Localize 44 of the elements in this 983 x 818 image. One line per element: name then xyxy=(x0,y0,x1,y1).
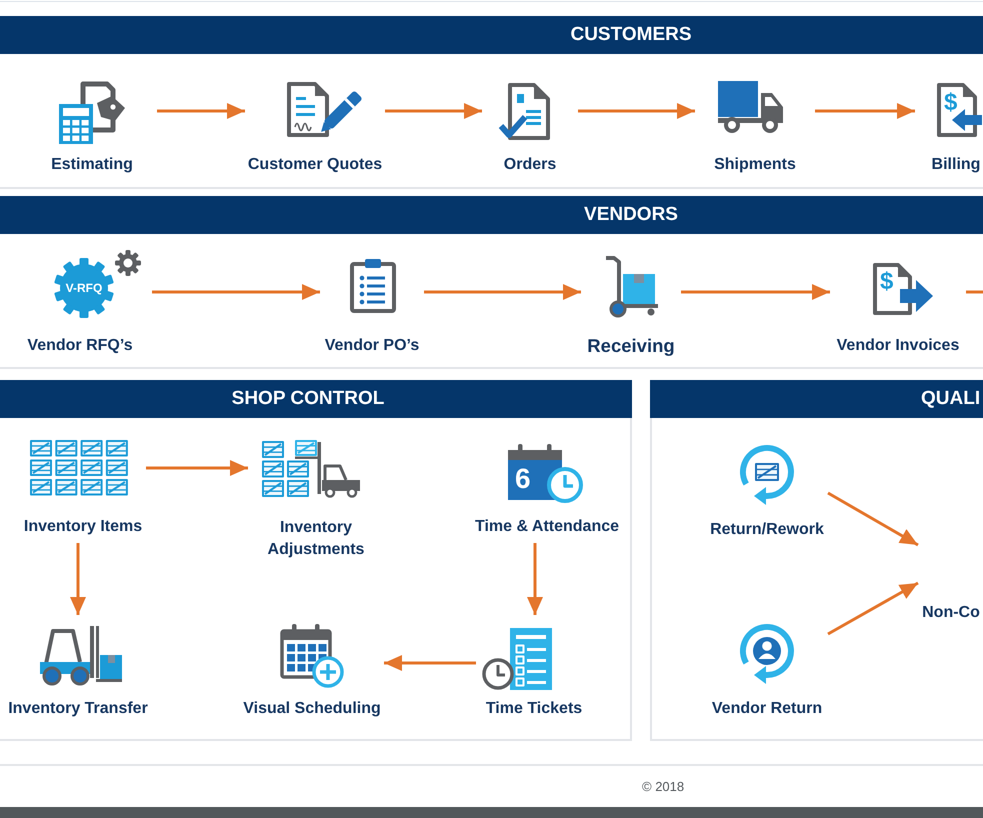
icon-text: $ xyxy=(880,270,894,294)
step-label: Time Tickets xyxy=(486,699,582,719)
section-header: VENDORS xyxy=(0,196,983,234)
copyright-text: © 2018 xyxy=(642,779,684,794)
step-label: Vendor Invoices xyxy=(836,336,960,356)
step-label: Vendor PO’s xyxy=(324,336,420,356)
step-label: Shipments xyxy=(714,155,796,175)
step-label: Vendor RFQ’s xyxy=(27,336,133,356)
arrow xyxy=(827,492,919,546)
step-label: Non-Co xyxy=(922,603,980,623)
section-header: SHOP CONTROL xyxy=(0,380,632,418)
step-label: Estimating xyxy=(51,155,133,175)
connector-line xyxy=(966,290,983,294)
step-label: Time & Attendance xyxy=(474,517,620,537)
arrow xyxy=(815,103,915,119)
step-label: Inventory Items xyxy=(24,517,142,537)
icon-text: $ xyxy=(944,91,958,115)
step-label: Return/Rework xyxy=(710,520,824,540)
step-label: Receiving xyxy=(587,335,675,357)
arrow xyxy=(157,103,245,119)
arrow xyxy=(146,460,248,476)
section-header: CUSTOMERS xyxy=(0,16,983,54)
section-panel xyxy=(0,16,983,189)
arrow xyxy=(527,543,543,615)
arrow xyxy=(385,103,482,119)
step-label: Vendor Return xyxy=(712,699,822,719)
arrow xyxy=(827,582,919,636)
step-label: Inventory Adjustments xyxy=(266,518,366,560)
arrow xyxy=(681,284,830,300)
icon-text: V-RFQ xyxy=(66,282,102,294)
section-panel xyxy=(0,380,632,741)
section-header: QUALI xyxy=(650,380,983,418)
icon-text: 6 xyxy=(515,465,531,493)
arrow xyxy=(424,284,581,300)
step-label: Billing xyxy=(932,155,980,175)
step-label: Orders xyxy=(504,155,556,175)
arrow xyxy=(152,284,320,300)
step-label: Visual Scheduling xyxy=(243,699,381,719)
step-label: Customer Quotes xyxy=(248,155,382,175)
section-panel xyxy=(0,196,983,369)
step-label: Inventory Transfer xyxy=(8,699,148,719)
section-panel xyxy=(650,380,983,741)
arrow xyxy=(578,103,695,119)
arrow xyxy=(70,543,86,615)
